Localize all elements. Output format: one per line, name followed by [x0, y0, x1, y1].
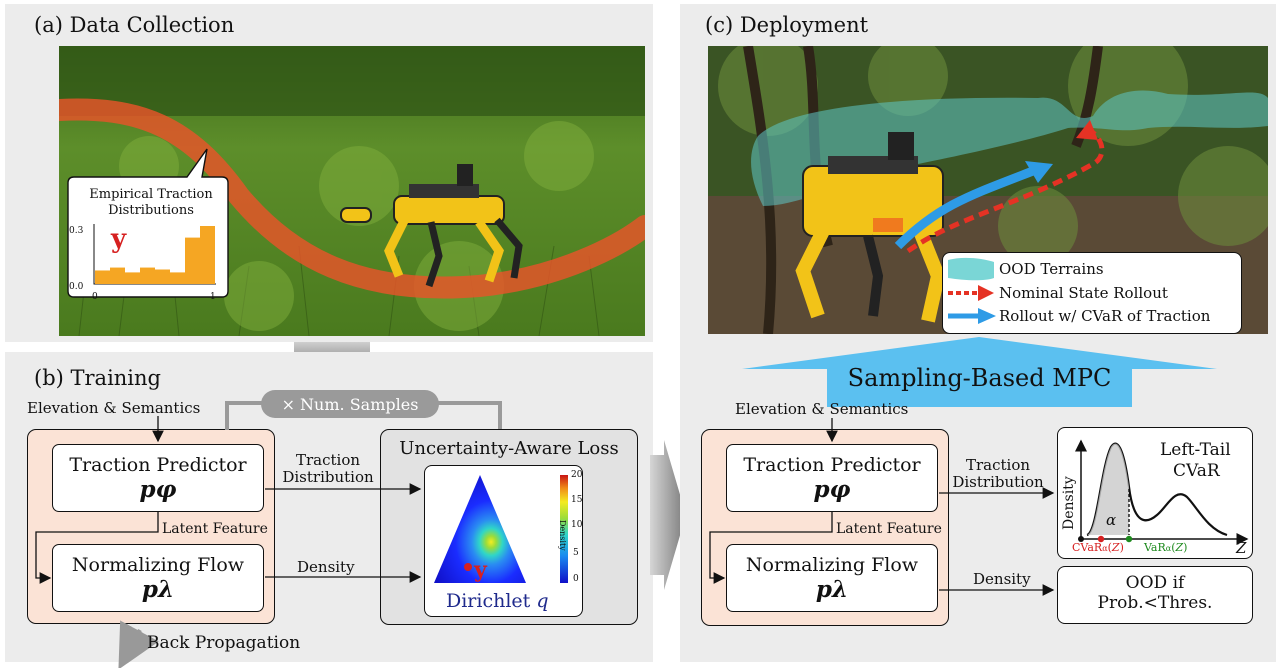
deployment-normalizing-flow-label: Normalizing Flow [745, 554, 919, 576]
deployment-traction-distribution-1: Traction [965, 456, 1031, 474]
deployment-elevation-label: Elevation & Semantics [735, 400, 909, 418]
var-tick: VaRα(Z) [1144, 540, 1187, 557]
cvar-box [1057, 427, 1253, 559]
deployment-traction-predictor-label: Traction Predictor [743, 454, 921, 476]
traction-histogram [93, 224, 216, 285]
hist-ytick-bottom: 0.0 [69, 282, 84, 292]
deployment-traction-predictor-symbol: pφ [813, 476, 851, 503]
elevation-semantics-label: Elevation & Semantics [27, 399, 201, 417]
cvar-plot [1075, 439, 1249, 545]
colorbar-tick: 20 [571, 470, 583, 480]
mpc-arrow [742, 337, 1217, 407]
panel-a-title: (a) Data Collection [34, 13, 235, 37]
legend-ood: OOD Terrains [999, 260, 1104, 278]
loss-title: Uncertainty-Aware Loss [399, 438, 619, 459]
num-samples-label: × Num. Samples [281, 395, 419, 414]
panel-b-title: (b) Training [34, 366, 161, 390]
deployment-traction-distribution-2: Distribution [952, 473, 1044, 491]
var-tick-label: VaR [1144, 541, 1166, 554]
num-samples-loop [225, 390, 502, 430]
colorbar-tick: 5 [573, 548, 579, 558]
back-propagation-label: Back Propagation [147, 633, 301, 653]
hist-bar [110, 267, 125, 284]
callout-y-label: y [111, 224, 127, 254]
traction-predictor-box: Traction Predictor pφ [52, 444, 264, 512]
hist-bar [170, 272, 185, 284]
traction-distribution-label-1: Traction [295, 451, 361, 469]
dirichlet-text: Dirichlet [446, 590, 531, 612]
normalizing-flow-label: Normalizing Flow [71, 554, 245, 576]
callout-title-line2: Distributions [108, 203, 194, 218]
legend-nominal: Nominal State Rollout [999, 284, 1168, 302]
deployment-normalizing-flow-box: Normalizing Flow pλ [726, 544, 938, 612]
cvar-tick: CVaRα(Z) [1072, 540, 1124, 557]
hist-xtick-right: 1 [210, 292, 216, 302]
deployment-latent-feature-label: Latent Feature [836, 521, 942, 537]
latent-feature-label: Latent Feature [162, 521, 268, 537]
cvar-tick-subscript: α [1102, 544, 1108, 553]
hist-bar [200, 226, 215, 284]
density-label: Density [297, 558, 355, 576]
var-tick-arg: (Z) [1171, 541, 1188, 554]
cvar-title-2: CVaR [1173, 461, 1220, 481]
panel-c-title: (c) Deployment [705, 13, 869, 37]
hist-bar [155, 269, 170, 284]
normalizing-flow-symbol: pλ [141, 576, 175, 603]
dirichlet-y-point: y [474, 557, 487, 583]
data-collection-photo [59, 46, 645, 336]
traction-predictor-symbol: pφ [139, 476, 177, 503]
hist-bar [185, 237, 200, 284]
mpc-label: Sampling-Based MPC [847, 364, 1112, 392]
hist-ytick-top: 0.3 [69, 226, 84, 236]
deployment-robot [795, 132, 946, 323]
deployment-normalizing-flow-symbol: pλ [815, 576, 849, 603]
dirichlet-label: Dirichlet q [446, 591, 549, 611]
right-arrow [650, 440, 686, 590]
legend-cvar: Rollout w/ CVaR of Traction [999, 307, 1211, 325]
cvar-alpha: α [1106, 511, 1117, 529]
colorbar-tick: 15 [571, 495, 583, 505]
cvar-xlabel: Z [1236, 539, 1247, 557]
colorbar-tick: 10 [571, 520, 583, 530]
hist-bar [140, 267, 155, 284]
ood-box: OOD if Prob.<Thres. [1057, 566, 1253, 624]
traction-predictor-label: Traction Predictor [69, 454, 247, 476]
dirichlet-symbol: q [536, 590, 549, 612]
normalizing-flow-box: Normalizing Flow pλ [52, 544, 264, 612]
hist-bar [125, 272, 140, 284]
cvar-title-1: Left-Tail [1160, 440, 1231, 460]
hist-bar [95, 270, 110, 284]
dirichlet-simplex [434, 475, 568, 583]
legend-swatches [948, 257, 996, 324]
ood-line1: OOD if [1125, 573, 1185, 593]
deployment-traction-predictor-box: Traction Predictor pφ [726, 444, 938, 512]
cvar-tick-label: CVaR [1072, 541, 1103, 554]
cvar-tick-arg: (Z) [1107, 541, 1124, 554]
colorbar-label: Density [558, 520, 567, 551]
var-tick-subscript: α [1165, 544, 1172, 553]
grass-scene [59, 46, 645, 336]
deployment-density-label: Density [973, 570, 1031, 588]
hist-xtick-left: 0 [92, 292, 98, 302]
colorbar-ticks: 20 15 10 5 0 [571, 470, 585, 590]
cvar-ylabel: Density [1061, 476, 1077, 530]
ood-line2: Prob.<Thres. [1097, 593, 1213, 613]
callout-title-line1: Empirical Traction [89, 187, 213, 202]
colorbar-tick: 0 [573, 574, 579, 584]
traction-distribution-label-2: Distribution [282, 468, 374, 486]
robot-illustration [340, 164, 523, 288]
